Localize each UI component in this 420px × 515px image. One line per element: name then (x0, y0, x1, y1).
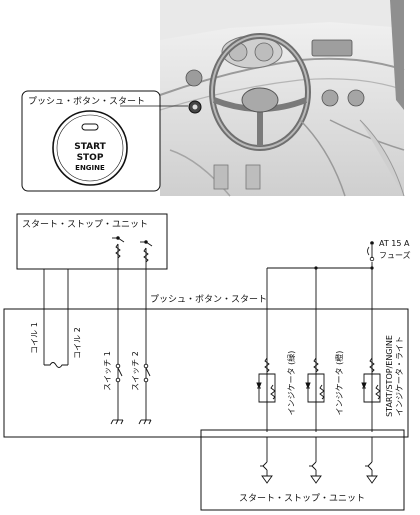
indicator-light-circuit (361, 357, 381, 403)
coil-1-label: コイル 1 (30, 322, 39, 354)
switch-2-label: スイッチ 2 (131, 351, 140, 391)
junction-dot (370, 266, 374, 270)
ground-symbol-1 (110, 419, 124, 425)
switch-1-label: スイッチ 1 (103, 351, 112, 391)
unit-pullup-2 (140, 240, 153, 263)
dashboard-illustration (159, 0, 405, 197)
unit-pullup-1 (112, 236, 125, 259)
indicator-light-label-1: START/STOP/ENGINE (385, 335, 394, 417)
switch-2-symbol (143, 363, 151, 383)
bottom-unit-label: スタート・ストップ・ユニット (239, 493, 365, 504)
top-unit-label: スタート・ストップ・ユニット (22, 219, 148, 230)
button-text-stop: STOP (77, 153, 104, 163)
indicator-green-label: インジケータ (緑) (286, 351, 296, 416)
transistor-2-symbol (309, 461, 322, 484)
transistor-3-symbol (365, 461, 378, 484)
transistor-1-symbol (260, 461, 273, 484)
top-start-stop-unit: スタート・ストップ・ユニット (16, 213, 168, 270)
ground-symbol-2 (138, 419, 152, 425)
start-button-icon (52, 110, 128, 186)
fuse-name: フューズ (379, 250, 411, 260)
push-button-callout: プッシュ・ボタン・スタート START STOP ENGINE (21, 90, 188, 192)
fuse-rating: AT 15 A (379, 239, 410, 248)
junction-dot (314, 266, 318, 270)
coil-1-2-symbol (44, 362, 68, 368)
indicator-orange-circuit (305, 357, 325, 403)
coil-2-label: コイル 2 (73, 327, 82, 359)
switch-1-symbol (115, 363, 123, 383)
indicator-orange-label: インジケータ (橙) (334, 351, 344, 416)
bottom-start-stop-unit: スタート・ストップ・ユニット (200, 429, 405, 511)
indicator-green-circuit (256, 357, 276, 403)
button-text-engine: ENGINE (75, 164, 105, 172)
button-text-start: START (74, 142, 106, 152)
wires (43, 244, 373, 462)
fuse: AT 15 A フューズ (367, 239, 411, 262)
indicator-light-label-2: インジケータ・ライト (395, 336, 404, 416)
callout-title: プッシュ・ボタン・スタート (28, 96, 145, 107)
main-box-label: プッシュ・ボタン・スタート (150, 294, 267, 305)
push-button-start-box: プッシュ・ボタン・スタート (3, 294, 409, 438)
